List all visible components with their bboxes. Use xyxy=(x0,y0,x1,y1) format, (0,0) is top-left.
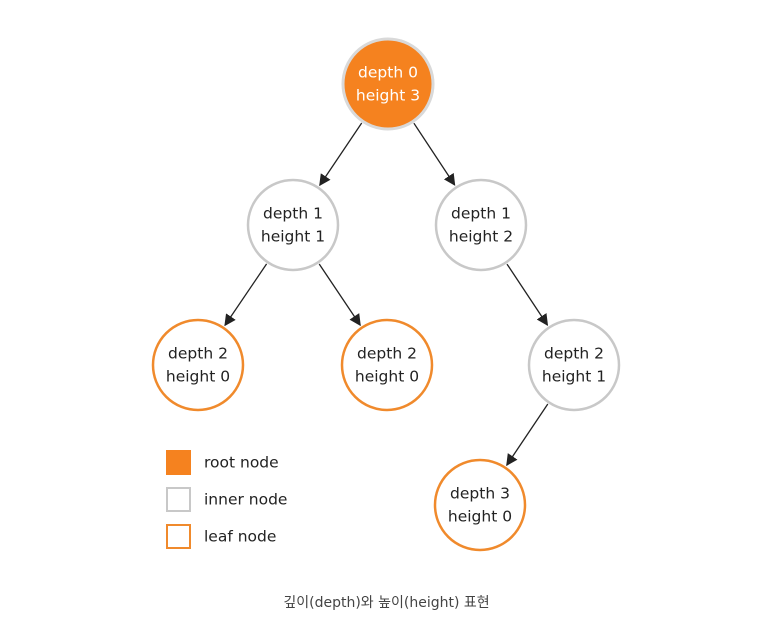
node-height-label: height 3 xyxy=(356,87,420,105)
node-height-label: height 1 xyxy=(261,228,325,246)
node-circle xyxy=(434,178,528,272)
edge-n0-n1 xyxy=(319,122,363,187)
node-circle xyxy=(433,458,527,552)
inner-node: depth 1 height 2 xyxy=(434,178,528,272)
node-depth-label: depth 3 xyxy=(450,485,510,503)
edge-n5-n6 xyxy=(506,403,549,467)
node-depth-label: depth 1 xyxy=(451,205,511,223)
node-depth-label: depth 1 xyxy=(263,205,323,223)
edges xyxy=(224,122,549,467)
edge-n2-n5 xyxy=(506,263,549,326)
edge-n0-n2 xyxy=(413,122,456,186)
legend-label-leaf: leaf node xyxy=(204,528,276,546)
inner-node: depth 2 height 1 xyxy=(527,318,621,412)
node-height-label: height 0 xyxy=(355,368,419,386)
node-depth-label: depth 2 xyxy=(357,345,417,363)
figure-caption: 깊이(depth)와 높이(height) 표현 xyxy=(283,595,490,611)
legend-item-leaf: leaf node xyxy=(166,524,276,549)
edge-n1-n3 xyxy=(224,263,268,327)
node-circle xyxy=(246,178,340,272)
node-height-label: height 2 xyxy=(449,228,513,246)
tree-diagram: depth 0 height 3 depth 1 height 1 depth 1 hei… xyxy=(151,37,621,552)
node-height-label: height 0 xyxy=(448,508,512,526)
legend-label-root: root node xyxy=(204,454,279,472)
edge-n1-n4 xyxy=(318,263,361,327)
leaf-node: depth 2 height 0 xyxy=(340,318,434,412)
inner-node: depth 1 height 1 xyxy=(246,178,340,272)
legend-item-inner: inner node xyxy=(166,487,287,512)
legend-swatch-inner xyxy=(166,487,191,512)
legend-item-root: root node xyxy=(166,450,279,475)
leaf-node: depth 2 height 0 xyxy=(151,318,245,412)
node-circle xyxy=(340,318,434,412)
legend-label-inner: inner node xyxy=(204,491,287,509)
node-circle xyxy=(341,37,435,131)
legend: root node inner node leaf node xyxy=(166,450,287,549)
root-node: depth 0 height 3 xyxy=(341,37,435,131)
nodes: depth 0 height 3 depth 1 height 1 depth 1 hei… xyxy=(151,37,621,552)
node-depth-label: depth 2 xyxy=(544,345,604,363)
leaf-node: depth 3 height 0 xyxy=(433,458,527,552)
node-circle xyxy=(527,318,621,412)
node-depth-label: depth 0 xyxy=(358,64,418,82)
legend-swatch-root xyxy=(166,450,191,475)
legend-swatch-leaf xyxy=(166,524,191,549)
node-depth-label: depth 2 xyxy=(168,345,228,363)
node-height-label: height 1 xyxy=(542,368,606,386)
node-height-label: height 0 xyxy=(166,368,230,386)
node-circle xyxy=(151,318,245,412)
